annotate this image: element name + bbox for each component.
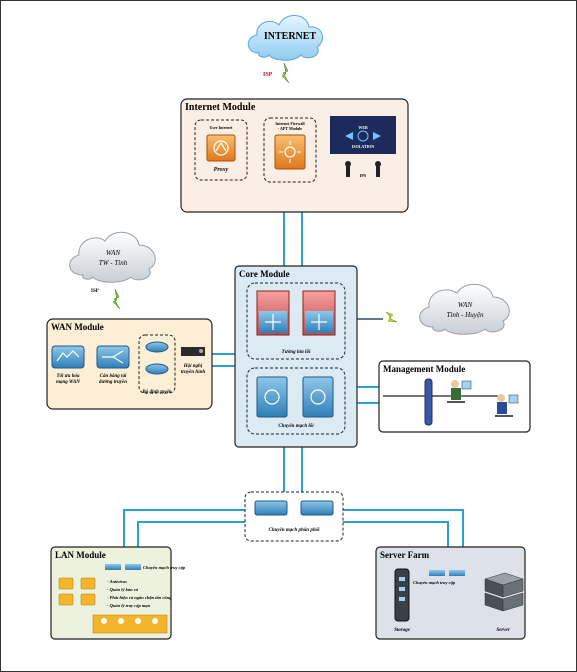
internet-cloud: INTERNET xyxy=(247,15,324,61)
server-icon xyxy=(484,572,524,612)
distribution-switch-icon-2 xyxy=(300,500,334,516)
ips-label: IPS xyxy=(360,173,367,178)
proxy-top-label: User Internet xyxy=(210,125,234,130)
proxy-caption: Proxy xyxy=(214,167,229,173)
lan-bullet-4: - Quản lý truy cập mạn xyxy=(107,603,151,608)
server-label: Server xyxy=(496,628,509,633)
lan-access-switch-icon-2 xyxy=(125,564,141,570)
core-switch-icon-2 xyxy=(302,376,334,418)
server-farm-title: Server Farm xyxy=(380,550,430,560)
distribution-caption: Chuyển mạch phân phối xyxy=(269,527,321,533)
wan-lightning-icon xyxy=(112,288,121,310)
wan-opt-label-2: mạng WAN xyxy=(56,380,80,385)
router-icon-1 xyxy=(145,341,169,353)
server-farm: Server Farm Chuyển mạch truy cập Storage… xyxy=(375,546,526,640)
internet-isp-label: ISP xyxy=(263,72,273,78)
lan-module: LAN Module Chuyển mạch truy cập - Antivi… xyxy=(50,546,186,640)
management-bus-icon xyxy=(424,378,433,426)
wan-module: WAN Module Tối ưu hóa mạng WAN Cân bằng … xyxy=(46,318,213,410)
conference-label-2: truyền hình xyxy=(181,370,206,375)
wan-optimization-icon xyxy=(51,345,85,369)
core-firewall-icon-2 xyxy=(302,290,336,336)
proxy-icon xyxy=(206,134,236,162)
web-isolation-label-1: WEB xyxy=(358,125,368,130)
wan-module-title: WAN Module xyxy=(51,322,104,332)
core-switch-caption: Chuyển mạch lõi xyxy=(278,423,314,429)
storage-label: Storage xyxy=(394,628,411,633)
internet-module: Internet Module User Internet Proxy Inte… xyxy=(180,98,409,213)
wan-cloud-1-line1: WAN xyxy=(106,249,121,257)
router-icon-2 xyxy=(145,363,169,375)
admin-workstation-icon-2 xyxy=(495,394,519,417)
lan-module-title: LAN Module xyxy=(55,550,106,560)
ips-icon xyxy=(345,161,381,177)
admin-workstation-icon-1 xyxy=(447,380,472,403)
internet-lightning-icon xyxy=(281,62,290,84)
core-module-title: Core Module xyxy=(239,269,290,279)
lan-endpoint-icons xyxy=(58,577,96,606)
core-firewall-caption: Tường lửa lõi xyxy=(282,350,311,355)
server-access-switch-icon-2 xyxy=(449,570,465,576)
internet-module-title: Internet Module xyxy=(185,102,256,113)
distribution-switches: Chuyển mạch phân phối xyxy=(244,491,344,542)
lan-users-icon xyxy=(92,614,168,634)
wan-opt-label-1: Tối ưu hóa xyxy=(56,374,80,379)
web-isolation-label-2: ISOLATION xyxy=(352,144,374,149)
core-firewall-icon-1 xyxy=(256,290,290,336)
router-caption: Bộ định tuyến xyxy=(141,390,171,395)
server-access-caption: Chuyển mạch truy cập xyxy=(413,580,456,585)
lan-access-caption: Chuyển mạch truy cập xyxy=(143,565,186,570)
lan-bullet-3: - Phát hiện và ngăn chặn tấn công xyxy=(107,595,172,600)
conference-label-1: Hội nghị xyxy=(183,364,203,369)
wan-isp-label: ISP xyxy=(91,289,99,294)
wan-cloud-2-line2: Tỉnh - Huyện xyxy=(447,311,484,319)
lan-access-switch-icon-1 xyxy=(105,564,121,570)
web-isolation-icon xyxy=(330,116,396,154)
firewall-top-label-2: - APT Module xyxy=(278,126,302,131)
server-access-switch-icon-1 xyxy=(429,570,445,576)
core-module: Core Module Tường lửa lõi Chuyển mạch lõ… xyxy=(234,265,358,448)
wan-cloud-tinh-huyen: WAN Tỉnh - Huyện xyxy=(419,283,510,335)
lan-bullet-1: - Antivirus xyxy=(107,579,127,584)
firewall-top-label-1: Internet Firewall xyxy=(275,121,305,126)
wan-cloud-1-line2: TW - Tỉnh xyxy=(99,259,128,267)
distribution-switch-icon-1 xyxy=(254,500,288,516)
connection-lines xyxy=(123,211,464,547)
apt-firewall-icon xyxy=(274,134,306,170)
load-balancer-label-2: đường truyền xyxy=(99,380,127,385)
load-balancer-label-1: Cân bằng tải xyxy=(100,373,127,379)
lan-bullet-2: - Quản lý bản vá xyxy=(107,587,139,592)
wan-cloud-tw-tinh: WAN TW - Tỉnh xyxy=(69,231,156,283)
video-conference-icon xyxy=(181,347,205,356)
management-module: Management Module xyxy=(378,360,531,433)
wan2-lightning-icon xyxy=(385,311,398,323)
internet-label: INTERNET xyxy=(264,31,317,42)
wan-cloud-2-line1: WAN xyxy=(458,301,473,309)
core-switch-icon-1 xyxy=(256,376,288,418)
storage-icon xyxy=(394,568,410,622)
management-module-title: Management Module xyxy=(383,364,465,374)
